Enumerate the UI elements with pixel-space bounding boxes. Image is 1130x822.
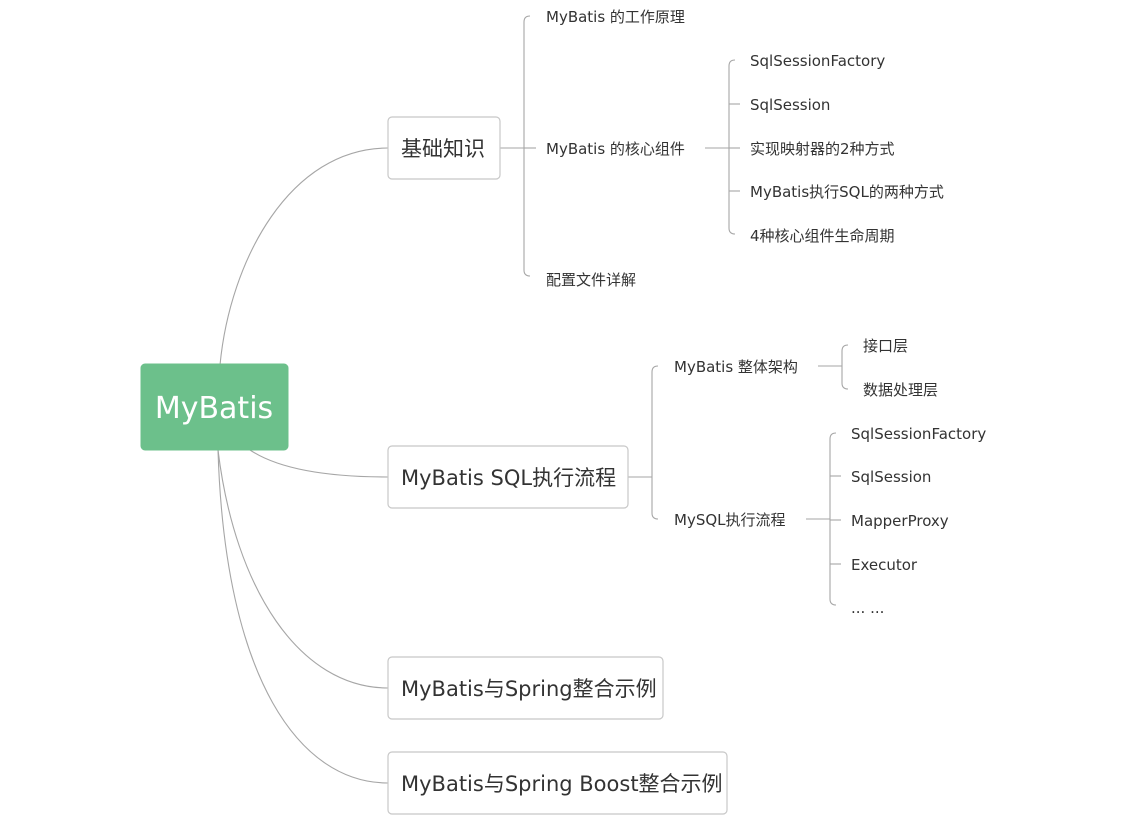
leaf-data-layer[interactable]: 数据处理层 <box>863 381 938 399</box>
topic-springboot-example[interactable]: MyBatis与Spring Boost整合示例 <box>387 751 728 815</box>
leaf-flow-executor[interactable]: Executor <box>851 556 918 574</box>
bracket-arch <box>841 344 849 390</box>
topic-sql-flow[interactable]: MyBatis SQL执行流程 <box>387 445 629 509</box>
topic-spring-example-label: MyBatis与Spring整合示例 <box>401 677 657 701</box>
leaf-mapper-impl[interactable]: 实现映射器的2种方式 <box>750 140 895 158</box>
leaf-interface-layer[interactable]: 接口层 <box>863 337 908 355</box>
leaf-sqlsessionfactory[interactable]: SqlSessionFactory <box>750 52 885 70</box>
connector-root-spring <box>217 449 389 689</box>
bracket-sql <box>651 365 659 520</box>
leaf-sqlsession[interactable]: SqlSession <box>750 96 830 114</box>
connector-root-sql-flow <box>249 449 389 478</box>
topic-sql-flow-label: MyBatis SQL执行流程 <box>401 466 616 490</box>
leaf-sql-exec-ways[interactable]: MyBatis执行SQL的两种方式 <box>750 183 944 201</box>
leaf-flow-sqlsessionfactory[interactable]: SqlSessionFactory <box>851 425 986 443</box>
leaf-flow-sqlsession[interactable]: SqlSession <box>851 468 931 486</box>
bracket-basics <box>523 15 531 277</box>
topic-basics-label: 基础知识 <box>401 137 485 161</box>
leaf-lifecycle[interactable]: 4种核心组件生命周期 <box>750 227 895 245</box>
root-node[interactable]: MyBatis <box>140 363 289 451</box>
leaf-flow-ellipsis[interactable]: ... ... <box>851 599 884 617</box>
subtopic-working-principle[interactable]: MyBatis 的工作原理 <box>546 8 685 26</box>
bracket-flow <box>829 432 837 606</box>
connector-root-springboot <box>217 449 389 784</box>
connector-lines <box>217 15 849 784</box>
leaf-flow-mapperproxy[interactable]: MapperProxy <box>851 512 949 530</box>
bracket-core <box>728 59 736 235</box>
root-label: MyBatis <box>155 391 273 426</box>
topic-springboot-example-label: MyBatis与Spring Boost整合示例 <box>401 772 723 796</box>
connector-root-basics <box>219 147 389 366</box>
subtopic-config-file[interactable]: 配置文件详解 <box>546 271 636 289</box>
subtopic-architecture[interactable]: MyBatis 整体架构 <box>674 358 798 376</box>
topic-spring-example[interactable]: MyBatis与Spring整合示例 <box>387 656 664 720</box>
subtopic-mysql-flow[interactable]: MySQL执行流程 <box>674 511 786 529</box>
topic-basics[interactable]: 基础知识 <box>387 116 501 180</box>
subtopic-core-components[interactable]: MyBatis 的核心组件 <box>546 140 685 158</box>
